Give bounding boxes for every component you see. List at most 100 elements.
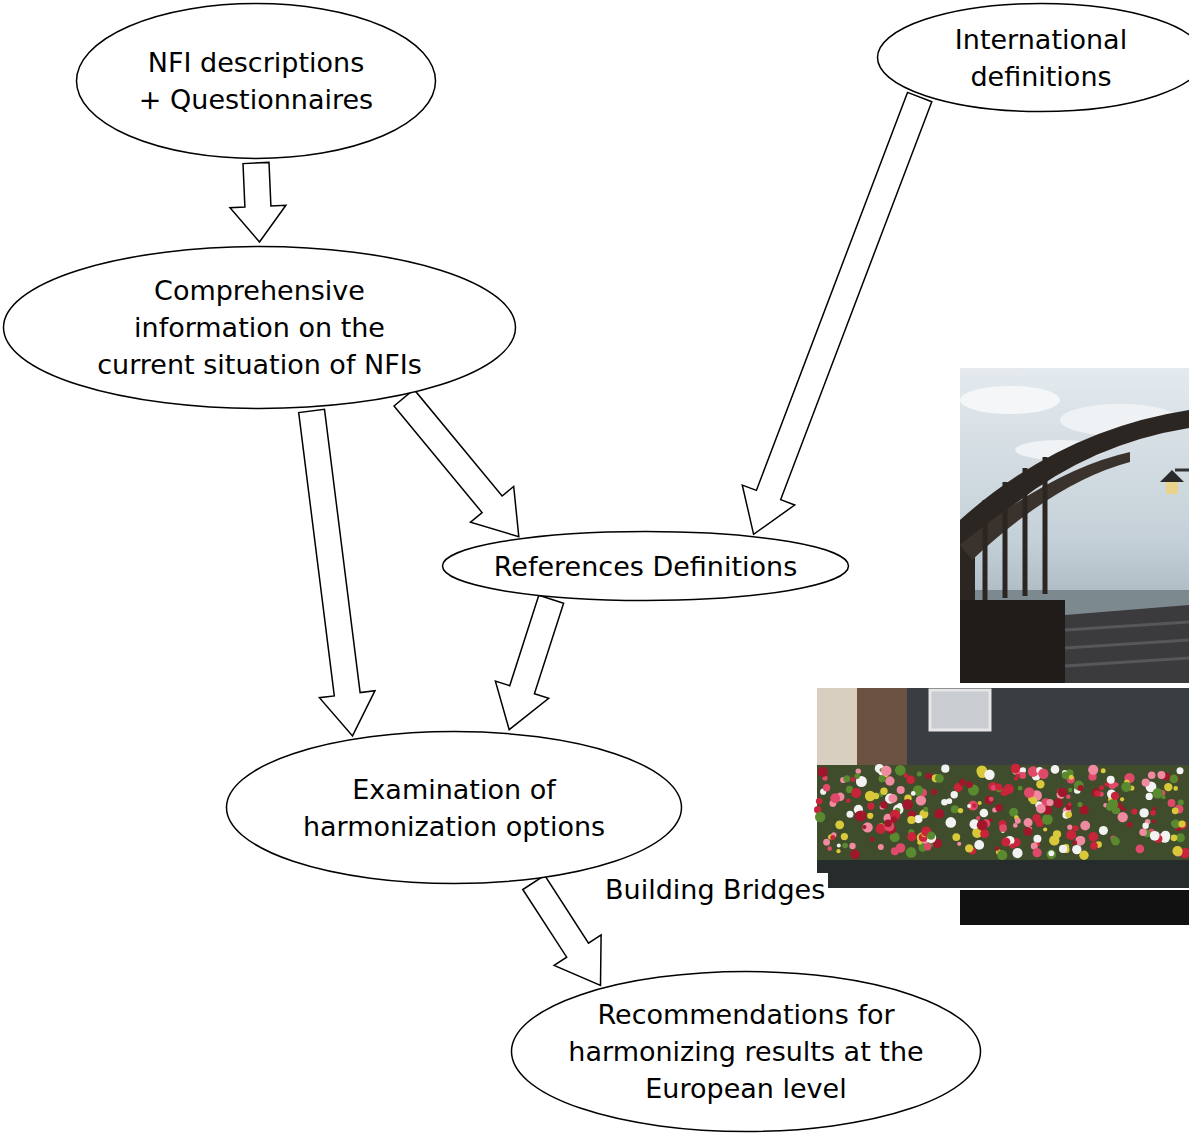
block-arrow <box>230 162 286 242</box>
flower <box>1077 802 1082 807</box>
flower <box>1074 781 1084 791</box>
flower <box>1112 837 1120 845</box>
flower <box>1089 832 1099 842</box>
bridge-deck <box>960 600 1065 683</box>
flower <box>880 788 887 795</box>
flower <box>1177 767 1184 774</box>
flower <box>1036 804 1046 814</box>
flower <box>1068 788 1072 792</box>
block-arrow <box>523 875 601 985</box>
flower <box>1067 825 1072 830</box>
flower <box>836 849 840 853</box>
flower <box>1121 782 1131 792</box>
flower <box>995 804 1002 811</box>
bridge-photo-top <box>960 368 1189 683</box>
flower <box>846 799 850 803</box>
ellipse-shape <box>512 972 981 1132</box>
ellipse-node: References Definitions <box>441 530 850 602</box>
ellipse-shape <box>4 247 516 409</box>
flower <box>1114 782 1118 786</box>
flower <box>884 820 892 828</box>
node-text-group: International definitions <box>939 21 1144 95</box>
lamp <box>1160 470 1184 482</box>
flower <box>1073 825 1079 831</box>
flower <box>951 791 958 798</box>
flower <box>862 822 872 832</box>
flower <box>1171 834 1178 841</box>
flower <box>867 803 874 810</box>
flower <box>1015 818 1021 824</box>
flower <box>1076 836 1086 846</box>
building-wall <box>817 688 1189 888</box>
node-text-group: Comprehensive information on the current… <box>84 272 436 383</box>
flower <box>1011 764 1021 774</box>
flower <box>830 835 835 840</box>
flower <box>851 777 856 782</box>
flower <box>880 801 888 809</box>
flower <box>1094 790 1100 796</box>
node-text-group: References Definitions <box>456 548 836 585</box>
ellipse-node: Comprehensive information on the current… <box>2 245 517 410</box>
flower <box>1018 786 1023 791</box>
flower <box>1131 808 1137 814</box>
flower <box>818 767 828 777</box>
flower <box>1054 798 1064 808</box>
bridge-arch <box>960 410 1189 683</box>
flower <box>967 804 971 808</box>
flower <box>1024 818 1033 827</box>
flower <box>849 843 855 849</box>
flower <box>1168 799 1176 807</box>
flower <box>1080 821 1090 831</box>
flower <box>1152 820 1156 824</box>
flower <box>1178 820 1185 827</box>
cloud <box>960 386 1060 414</box>
flower <box>842 843 848 849</box>
flower <box>958 808 963 813</box>
ellipse-shape <box>227 732 682 884</box>
flower <box>941 765 949 773</box>
flower <box>1099 826 1108 835</box>
flower <box>1099 785 1104 790</box>
flower <box>1004 784 1014 794</box>
flower <box>968 801 978 811</box>
flower <box>1146 793 1153 800</box>
flower <box>865 791 875 801</box>
flower <box>924 843 931 850</box>
flower <box>989 797 994 802</box>
flower <box>1030 797 1037 804</box>
flower <box>1062 771 1070 779</box>
flower <box>1019 772 1026 779</box>
flower <box>1164 783 1172 791</box>
flower <box>972 803 977 808</box>
flower <box>1036 780 1044 788</box>
flower <box>867 813 873 819</box>
flower <box>1101 768 1106 773</box>
flower <box>1170 775 1179 784</box>
flower <box>1118 812 1128 822</box>
flower <box>959 779 966 786</box>
bridge-photo-bottom <box>814 688 1189 888</box>
flower <box>876 824 886 834</box>
flower <box>823 784 830 791</box>
wooden-facade <box>857 688 907 768</box>
block-arrow <box>495 595 563 730</box>
water <box>817 860 1189 888</box>
node-text: NFI descriptions + Questionnaires <box>134 44 379 118</box>
ellipse-node: International definitions <box>876 2 1189 113</box>
node-text-group: NFI descriptions + Questionnaires <box>134 44 379 118</box>
flower <box>1142 779 1150 787</box>
block-arrow <box>742 92 932 534</box>
flower <box>1150 810 1156 816</box>
flower <box>1172 807 1179 814</box>
flower <box>816 798 823 805</box>
flower <box>897 786 905 794</box>
flower <box>1047 850 1057 860</box>
flower <box>902 799 913 810</box>
flower <box>1148 771 1156 779</box>
sky <box>960 368 1189 683</box>
ellipse-outline <box>876 2 1189 113</box>
flower <box>1012 848 1022 858</box>
flower <box>856 769 861 774</box>
flower <box>1024 787 1035 798</box>
